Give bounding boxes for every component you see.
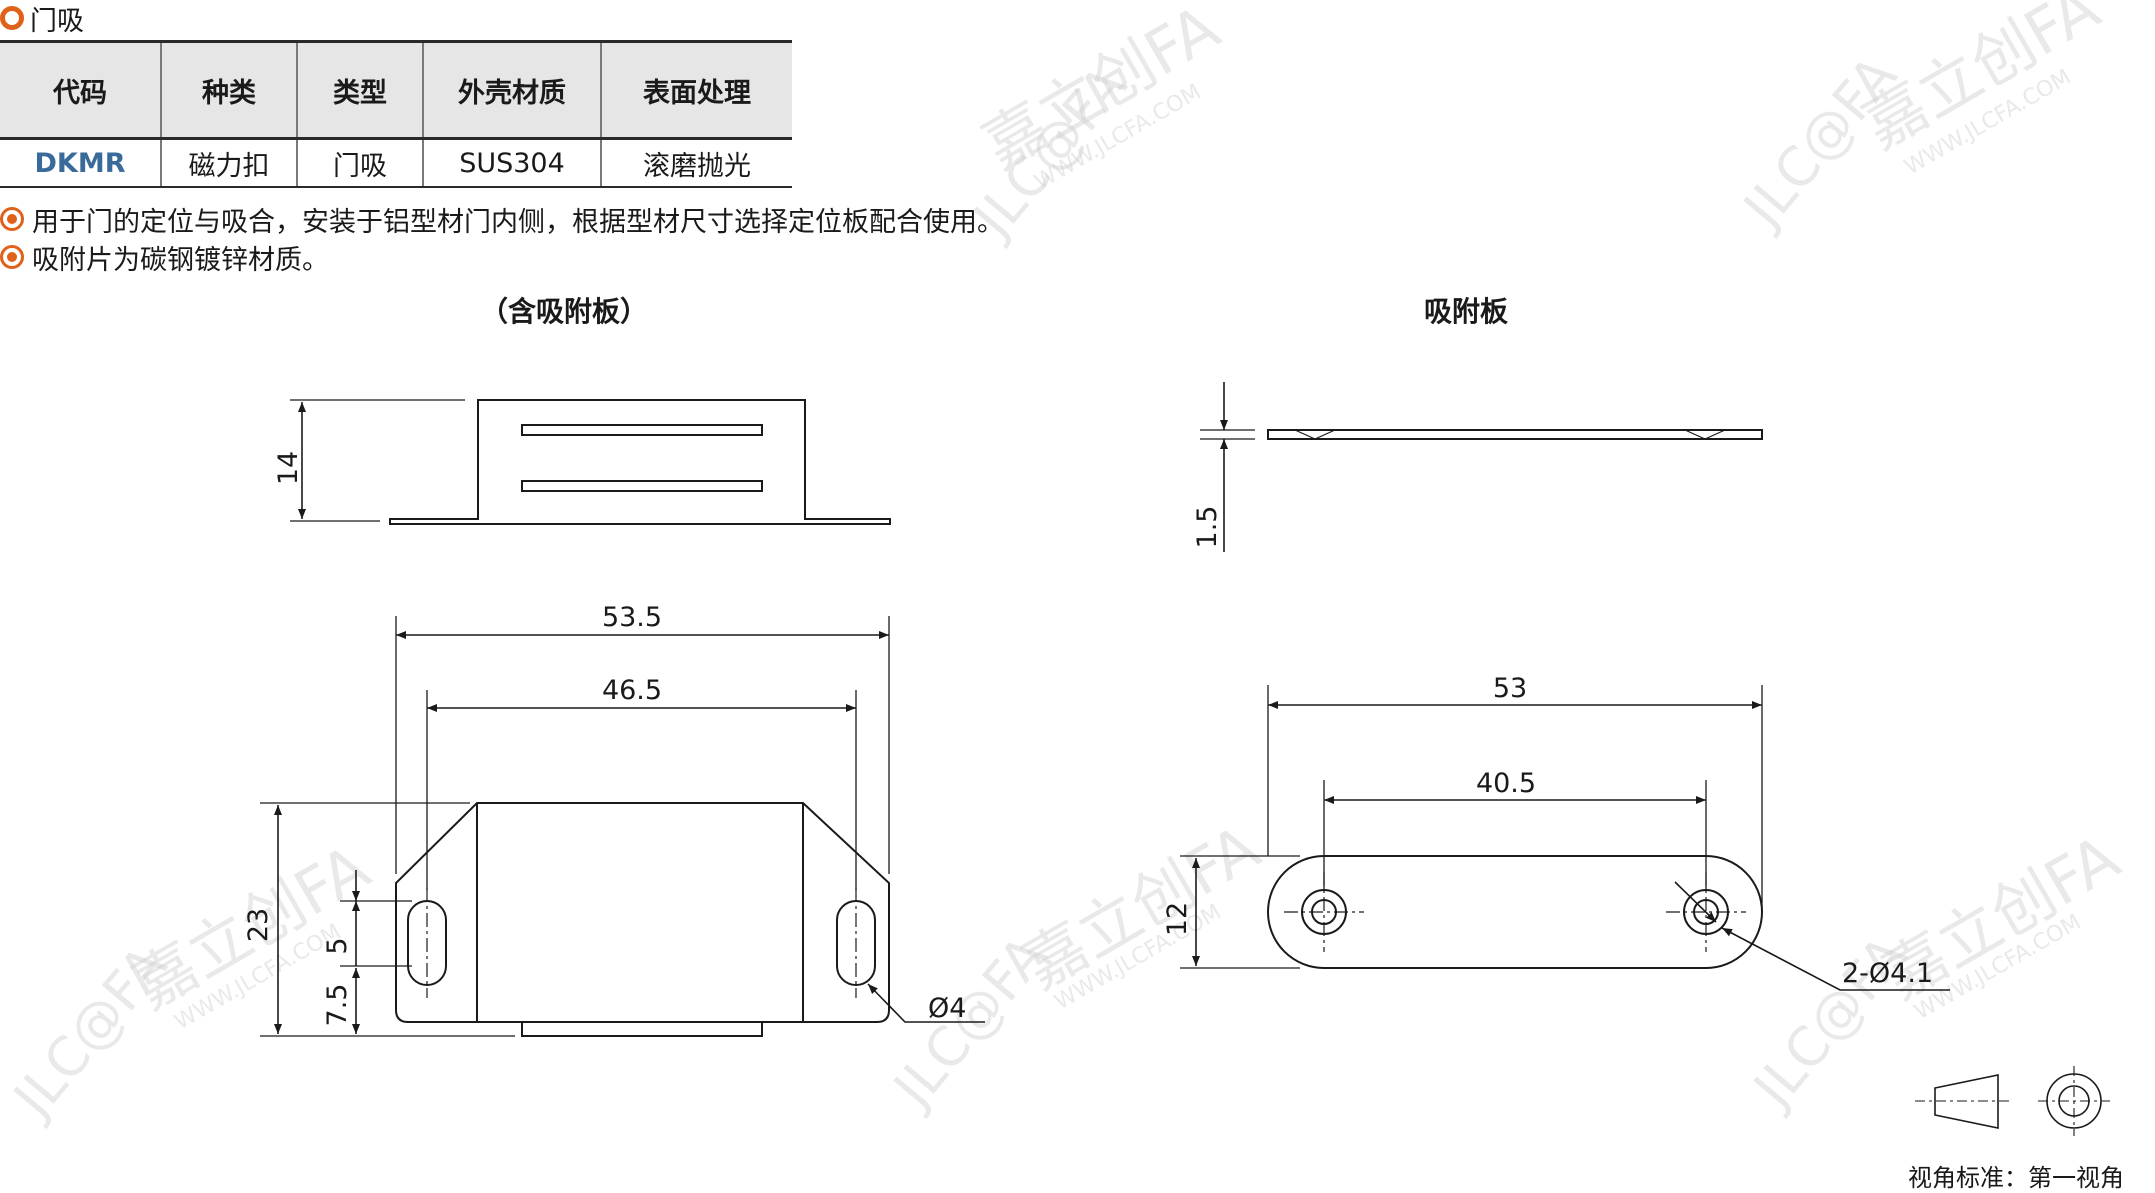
header-surface-finish: 表面处理 — [600, 40, 792, 140]
bullet-dot-icon — [0, 245, 24, 269]
cell-kind: 磁力扣 — [160, 138, 297, 188]
catch-top-view — [260, 616, 985, 1037]
header-code: 代码 — [0, 40, 161, 140]
watermark-logo: JLC@FA — [1740, 924, 1919, 1121]
dimension-labels: 14 53.5 46.5 23 5 7.5 Ø4 1.5 53 40.5 12 … — [243, 451, 1933, 1027]
note-material-text: 吸附片为碳钢镀锌材质。 — [32, 244, 329, 276]
cell-shell-material: SUS304 — [422, 138, 601, 188]
table-header-row: 代码 种类 类型 外壳材质 表面处理 — [0, 40, 792, 140]
dim-slot-offset: 7.5 — [322, 984, 353, 1027]
dim-slot-diameter: Ø4 — [928, 993, 966, 1024]
dim-hole-pitch: 46.5 — [602, 675, 662, 706]
dim-plate-thickness: 1.5 — [1192, 506, 1223, 549]
dim-plate-width: 12 — [1162, 902, 1193, 936]
view-standard-label: 视角标准：第一视角 — [1908, 1164, 2124, 1192]
cell-type: 门吸 — [296, 138, 423, 188]
page-title: 门吸 — [0, 2, 84, 37]
header-type: 类型 — [296, 40, 423, 140]
cell-code: DKMR — [0, 138, 161, 188]
caption-plate: 吸附板 — [1424, 295, 1509, 328]
header-kind: 种类 — [160, 40, 297, 140]
note-material: 吸附片为碳钢镀锌材质。 — [0, 240, 329, 276]
plate-side-view — [1200, 382, 1763, 552]
bullet-dot-icon — [0, 207, 24, 231]
dim-side-height: 14 — [273, 451, 304, 485]
dim-plate-holes: 2-Ø4.1 — [1842, 958, 1933, 989]
note-usage-text: 用于门的定位与吸合，安装于铝型材门内侧，根据型材尺寸选择定位板配合使用。 — [32, 206, 1004, 238]
page-title-text: 门吸 — [30, 5, 84, 37]
catch-side-view — [290, 399, 891, 525]
dim-overall-width: 53.5 — [602, 602, 662, 633]
dim-slot-length: 5 — [322, 937, 353, 954]
watermark: 嘉立创FA WWW.JLCFA.COM 嘉立创FA WWW.JLCFA.COM … — [0, 0, 2131, 1131]
table-row: DKMR 磁力扣 门吸 SUS304 滚磨抛光 — [0, 138, 792, 188]
bullet-ring-icon — [0, 6, 24, 30]
first-angle-projection-icon — [1915, 1066, 2110, 1136]
header-shell-material: 外壳材质 — [422, 40, 601, 140]
spec-table: 代码 种类 类型 外壳材质 表面处理 DKMR 磁力扣 门吸 SUS304 滚磨… — [0, 40, 792, 188]
dim-plate-length: 53 — [1493, 673, 1527, 704]
cell-surface-finish: 滚磨抛光 — [600, 138, 792, 188]
dim-plate-hole-pitch: 40.5 — [1476, 768, 1536, 799]
caption-with-plate: （含吸附板） — [480, 295, 649, 328]
dim-body-height: 23 — [243, 908, 274, 942]
plate-top-view — [1180, 685, 1950, 991]
watermark-logo: JLC@FA — [0, 934, 179, 1131]
note-usage: 用于门的定位与吸合，安装于铝型材门内侧，根据型材尺寸选择定位板配合使用。 — [0, 202, 1004, 238]
